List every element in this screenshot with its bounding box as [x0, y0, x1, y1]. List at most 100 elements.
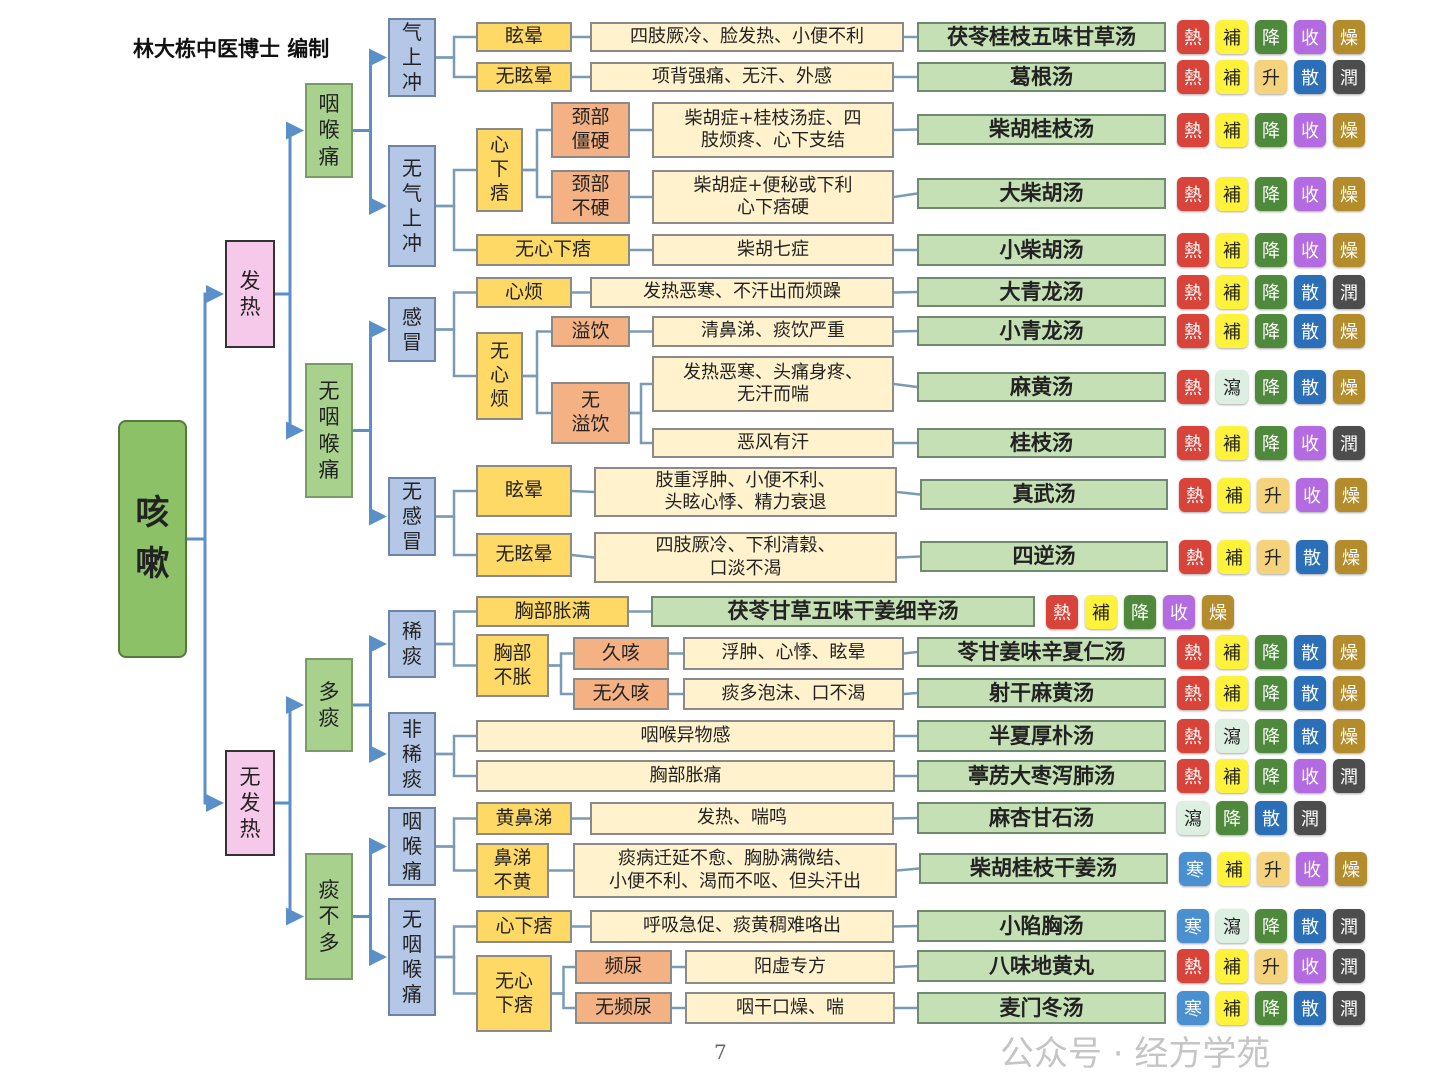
property-tag: 燥 [1335, 477, 1367, 512]
connector [894, 964, 918, 969]
property-tag: 寒 [1177, 991, 1209, 1025]
property-tag: 降 [1255, 991, 1287, 1025]
property-tag: 補 [1216, 991, 1248, 1025]
property-tag: 散 [1294, 314, 1326, 348]
symptom-description: 阳虚专方 [685, 950, 895, 984]
property-tag: 升 [1257, 851, 1289, 886]
connector [893, 290, 918, 294]
property-tag: 降 [1255, 676, 1287, 710]
connector [893, 329, 918, 333]
symptom-description: 柴胡症+便秘或下利 心下痞硬 [652, 170, 894, 224]
property-tag: 潤 [1294, 801, 1326, 835]
property-tag: 瀉 [1216, 909, 1248, 943]
property-tag: 補 [1218, 539, 1250, 574]
property-tag: 熱 [1177, 759, 1209, 793]
node-level3: 无 咽 喉 痛 [388, 898, 436, 1016]
node-little-phlegm: 痰 不 多 [305, 853, 353, 980]
condition-node: 无频尿 [575, 992, 672, 1024]
formula-name: 茯苓桂枝五味甘草汤 [917, 22, 1166, 52]
condition-node: 眩晕 [476, 22, 572, 52]
property-tag: 燥 [1333, 112, 1365, 147]
connector [275, 292, 304, 440]
connector [436, 56, 476, 79]
symptom-description: 咽喉异物感 [476, 720, 895, 752]
property-tag: 散 [1294, 991, 1326, 1025]
property-tag: 收 [1294, 759, 1326, 793]
property-tag: 補 [1218, 477, 1250, 512]
property-tag: 寒 [1177, 909, 1209, 943]
connector [187, 537, 224, 812]
property-tag: 熱 [1177, 370, 1209, 404]
symptom-description: 柴胡七症 [652, 234, 894, 266]
property-tag: 收 [1294, 426, 1326, 460]
condition-node: 黄鼻涕 [476, 802, 572, 835]
connector [436, 610, 476, 646]
connector [353, 837, 387, 918]
property-tag: 升 [1257, 477, 1289, 512]
symptom-description: 咽干口燥、喘 [685, 992, 895, 1024]
formula-name: 麦门冬汤 [917, 992, 1166, 1024]
formula-name: 苓甘姜味辛夏仁汤 [917, 637, 1166, 667]
connector [436, 204, 476, 252]
property-tag: 收 [1294, 949, 1326, 983]
formula-name: 葛根汤 [917, 62, 1166, 92]
property-tag: 燥 [1333, 314, 1365, 348]
property-tag: 降 [1124, 594, 1156, 629]
condition-node: 心烦 [476, 277, 572, 308]
symptom-description: 恶风有汗 [652, 428, 894, 458]
symptom-description: 呼吸急促、痰黄稠难咯出 [590, 910, 894, 943]
condition-node: 无久咳 [573, 678, 669, 710]
property-tag: 熱 [1177, 275, 1209, 309]
property-tag: 燥 [1333, 719, 1365, 753]
node-sore-throat: 咽 喉 痛 [305, 83, 353, 178]
property-tag: 瀉 [1177, 801, 1209, 835]
node-level3: 稀 痰 [388, 610, 436, 678]
property-tag: 散 [1255, 801, 1287, 835]
connector [436, 35, 476, 59]
formula-name: 四逆汤 [920, 541, 1168, 572]
watermark: 公众号 · 经方学苑 [1000, 1034, 1271, 1074]
connector [436, 734, 476, 756]
connector [896, 555, 921, 559]
property-tag: 熱 [1177, 60, 1209, 94]
symptom-description: 四肢厥冷、脸发热、小便不利 [590, 22, 904, 52]
connector [353, 429, 387, 526]
property-tag: 燥 [1333, 233, 1365, 267]
property-tag: 燥 [1202, 594, 1234, 629]
node-level3: 无 气 上 冲 [388, 145, 436, 267]
property-tag: 補 [1218, 851, 1250, 886]
connector [893, 192, 918, 199]
symptom-description: 痰多泡沫、口不渴 [683, 678, 904, 710]
connector [436, 168, 476, 208]
condition-node: 眩晕 [476, 465, 572, 517]
connector [436, 489, 476, 518]
connector [436, 752, 476, 778]
formula-name: 半夏厚朴汤 [917, 720, 1166, 752]
formula-name: 小陷胸汤 [917, 910, 1166, 942]
node-level3: 咽 喉 痛 [388, 807, 436, 886]
symptom-description: 发热恶寒、不汗出而烦躁 [590, 277, 894, 308]
connector [571, 489, 595, 494]
formula-name: 桂枝汤 [917, 428, 1166, 458]
formula-name: 柴胡桂枝汤 [917, 114, 1166, 145]
property-tag: 熱 [1177, 20, 1209, 54]
property-tag: 降 [1255, 176, 1287, 211]
connector [523, 168, 551, 199]
connector [436, 642, 476, 667]
property-tag: 散 [1294, 719, 1326, 753]
property-tag: 降 [1255, 233, 1287, 267]
formula-name: 大柴胡汤 [917, 178, 1166, 209]
node-group: 胸部 不胀 [476, 634, 549, 697]
condition-node: 颈部 不硬 [551, 170, 630, 224]
connector [896, 867, 920, 872]
connector [436, 925, 476, 959]
property-tag: 降 [1255, 635, 1287, 669]
property-tag: 散 [1294, 635, 1326, 669]
property-tag: 降 [1255, 370, 1287, 404]
connector [436, 291, 476, 331]
property-tag: 降 [1255, 275, 1287, 309]
property-tag: 降 [1255, 719, 1287, 753]
condition-node: 无眩晕 [476, 62, 572, 92]
property-tag: 熱 [1179, 477, 1211, 512]
